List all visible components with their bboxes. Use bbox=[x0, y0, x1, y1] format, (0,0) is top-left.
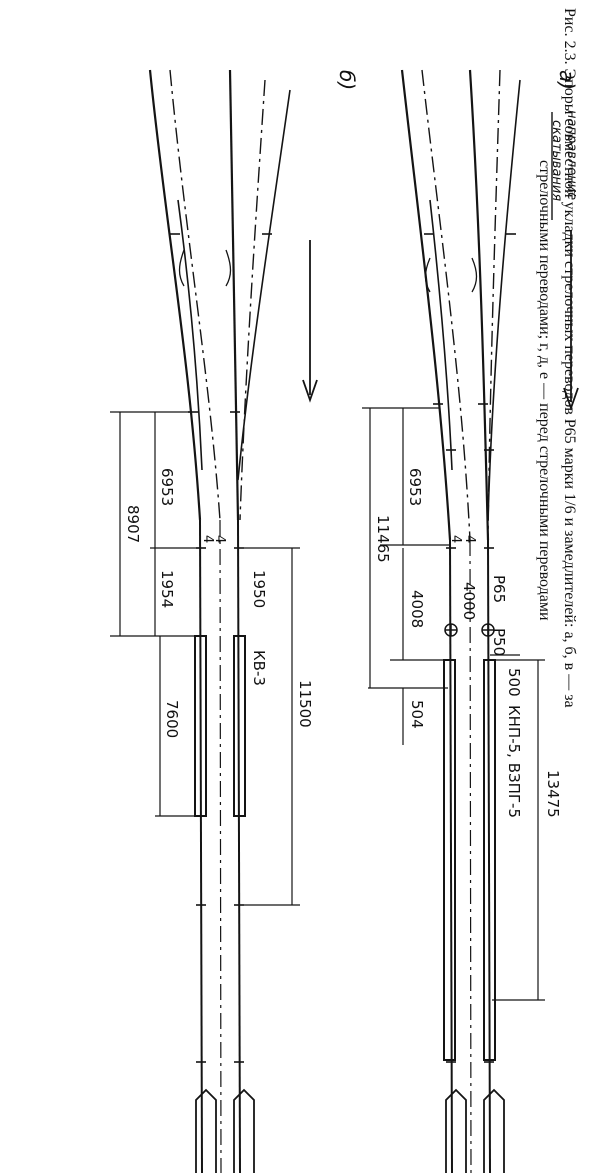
rail-label-p65: Р65 bbox=[490, 575, 508, 603]
turnout-rails-b bbox=[148, 69, 291, 521]
next-retarder-b bbox=[195, 1088, 255, 1173]
dim-a-504: 504 bbox=[408, 700, 426, 729]
dim-b-7600: 7600 bbox=[163, 700, 181, 738]
tracks-b bbox=[199, 519, 241, 1173]
dim-b-8907: 8907 bbox=[124, 505, 142, 543]
dim-a-6953: 6953 bbox=[406, 468, 424, 506]
dim-b-4-right: 4 bbox=[212, 535, 227, 543]
direction-arrow bbox=[563, 230, 579, 411]
dim-b-1950: 1950 bbox=[250, 570, 268, 608]
direction-label-line2: скатывания bbox=[549, 120, 564, 201]
dim-b-11500: 11500 bbox=[296, 680, 314, 728]
figure-caption-line1: Рис. 2.3. Эпоры совместной укладки стрел… bbox=[561, 8, 578, 708]
dimension-lines-b bbox=[110, 411, 300, 906]
tracks-a bbox=[449, 539, 491, 1173]
retarder-label-a: КНП-5, ВЗПГ-5 bbox=[505, 705, 523, 818]
retarder-a-left bbox=[443, 659, 456, 1061]
direction-arrow-b bbox=[302, 240, 318, 403]
dim-b-1954: 1954 bbox=[158, 570, 176, 608]
dim-a-13475: 13475 bbox=[544, 770, 562, 818]
dim-a-500: 500 bbox=[505, 668, 523, 697]
dim-a-4-left: 4 bbox=[448, 535, 463, 543]
rail-label-p50: Р50 bbox=[490, 628, 508, 656]
dim-b-6953: 6953 bbox=[158, 468, 176, 506]
dim-a-4008: 4008 bbox=[408, 590, 426, 628]
dim-a-11465: 11465 bbox=[374, 515, 392, 563]
direction-label-line1: направление bbox=[564, 110, 579, 200]
dim-a-4-right: 4 bbox=[462, 535, 477, 543]
next-retarder-a bbox=[445, 1088, 505, 1173]
panel-b: б) bbox=[110, 69, 359, 1173]
dim-a-4000: 4000 bbox=[460, 582, 478, 620]
retarder-label-b: КВ-3 bbox=[250, 650, 268, 686]
panel-a: а) направление скатывания bbox=[362, 69, 579, 1173]
dimension-lines-a bbox=[362, 407, 545, 1001]
transition-marker-a bbox=[444, 623, 495, 637]
rail-joints-b bbox=[170, 233, 272, 1063]
panel-b-label: б) bbox=[335, 70, 359, 90]
dim-b-4-left: 4 bbox=[200, 535, 215, 543]
figure-caption-line2: стрелочными переводами; г, д, е — перед … bbox=[536, 160, 553, 621]
panel-a-label: а) bbox=[555, 70, 579, 90]
